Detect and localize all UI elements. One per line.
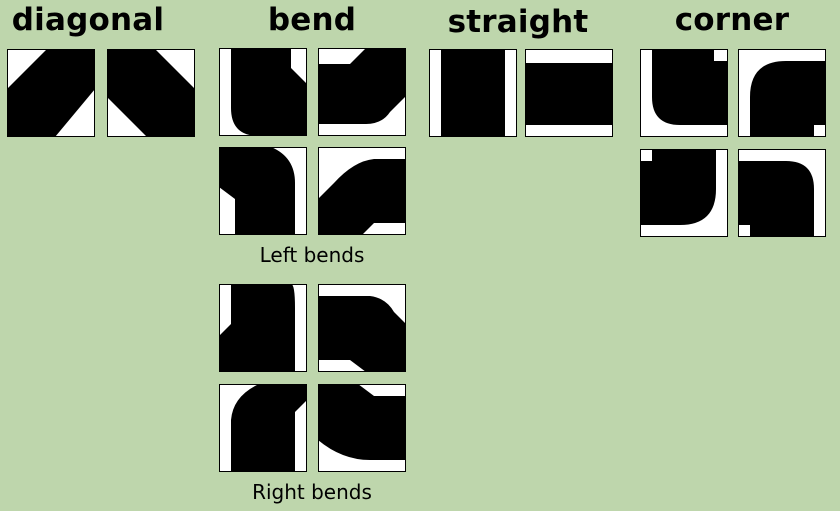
tile-diagonal-2 bbox=[107, 49, 195, 137]
tile-bend-1 bbox=[219, 48, 307, 136]
tile-corner-3 bbox=[640, 149, 728, 237]
tile-diagonal-1 bbox=[7, 49, 95, 137]
tile-straight-vertical bbox=[429, 49, 517, 137]
caption-right-bends: Right bends bbox=[252, 480, 372, 504]
heading-corner: corner bbox=[674, 2, 790, 38]
tile-bend-4 bbox=[318, 147, 406, 235]
heading-bend: bend bbox=[267, 2, 357, 38]
tile-bend-2 bbox=[318, 48, 406, 136]
tile-straight-horizontal bbox=[525, 49, 613, 137]
tile-right-bend-2 bbox=[318, 284, 406, 372]
tile-right-bend-4 bbox=[318, 384, 406, 472]
caption-left-bends: Left bends bbox=[259, 243, 365, 267]
tile-right-bend-3 bbox=[219, 384, 307, 472]
tile-bend-3 bbox=[219, 147, 307, 235]
tile-corner-1 bbox=[640, 49, 728, 137]
tile-corner-4 bbox=[738, 149, 826, 237]
tile-corner-2 bbox=[738, 49, 826, 137]
heading-straight: straight bbox=[447, 4, 589, 40]
tile-right-bend-1 bbox=[219, 284, 307, 372]
heading-diagonal: diagonal bbox=[11, 2, 165, 38]
